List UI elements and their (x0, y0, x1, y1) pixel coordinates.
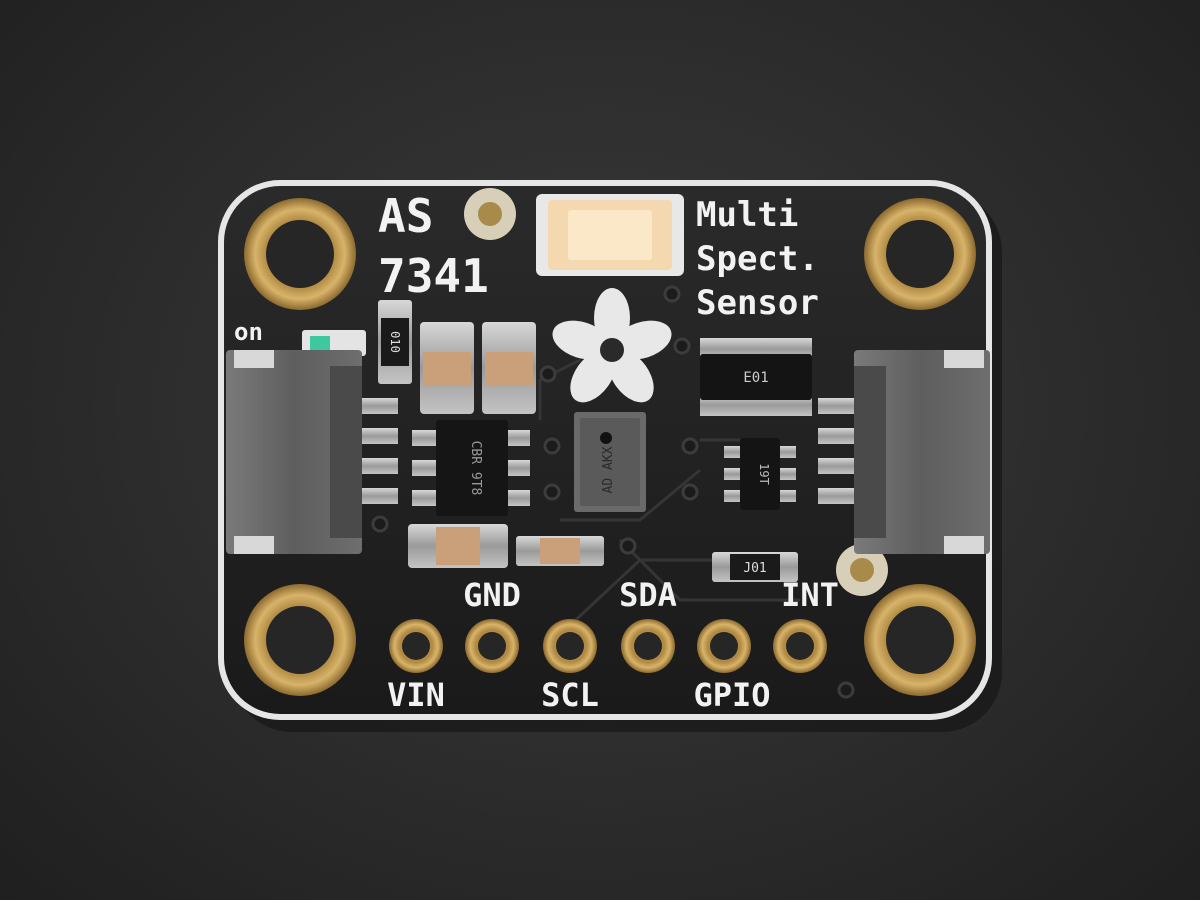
pin-label-int: INT (781, 576, 839, 614)
capacitor-left (420, 322, 474, 414)
flower-logo-icon (552, 288, 672, 403)
pin-label-gnd: GND (463, 576, 521, 614)
small-ic-mark: 19T (757, 463, 771, 485)
power-led-lens (310, 336, 330, 350)
spectral-sensor-chip: AD AKX (574, 412, 646, 512)
header-pins (389, 619, 827, 673)
pin-int (773, 619, 827, 673)
pin-vin (389, 619, 443, 673)
capacitor-bottom-large (408, 524, 508, 568)
capacitor-right (482, 322, 536, 414)
resistor-top-mark: 010 (388, 331, 402, 353)
power-led-label: on (234, 318, 263, 346)
board-title-line2: 7341 (378, 249, 489, 303)
resistor-network: E01 (700, 338, 812, 416)
resistor-top: 010 (378, 300, 412, 384)
pin-gnd (465, 619, 519, 673)
board-title-line1: AS (378, 189, 433, 243)
board-desc-line2: Spect. (696, 239, 819, 279)
stemma-connector-left (226, 350, 398, 554)
pin-label-sda: SDA (619, 576, 677, 614)
pin-label-gpio: GPIO (693, 676, 770, 714)
white-led (536, 194, 684, 276)
mounting-hole-top-left (244, 198, 356, 310)
pin-gpio (697, 619, 751, 673)
board-desc-line3: Sensor (696, 283, 819, 323)
mounting-hole-bottom-left (244, 584, 356, 696)
resistor-network-mark: E01 (743, 370, 768, 386)
capacitor-bottom-small (516, 536, 604, 566)
resistor-bottom-mark: J01 (743, 561, 766, 576)
traces (538, 358, 800, 632)
fiducial-top-center (478, 202, 502, 226)
mounting-hole-top-right (864, 198, 976, 310)
fiducial-bottom-center (850, 558, 874, 582)
pin-label-vin: VIN (387, 676, 445, 714)
vias (371, 285, 855, 699)
resistor-bottom: J01 (712, 552, 798, 582)
mounting-hole-bottom-right (864, 584, 976, 696)
board-desc-line1: Multi (696, 195, 798, 235)
stemma-connector-right (818, 350, 990, 554)
pin-label-scl: SCL (541, 676, 599, 714)
small-ic: 19T (724, 438, 796, 510)
pin-scl (543, 619, 597, 673)
regulator-mark: CBR 9T8 (468, 441, 483, 496)
pin-sda (621, 619, 675, 673)
sensor-mark: AD AKX (601, 446, 616, 493)
voltage-regulator: CBR 9T8 (412, 420, 530, 516)
